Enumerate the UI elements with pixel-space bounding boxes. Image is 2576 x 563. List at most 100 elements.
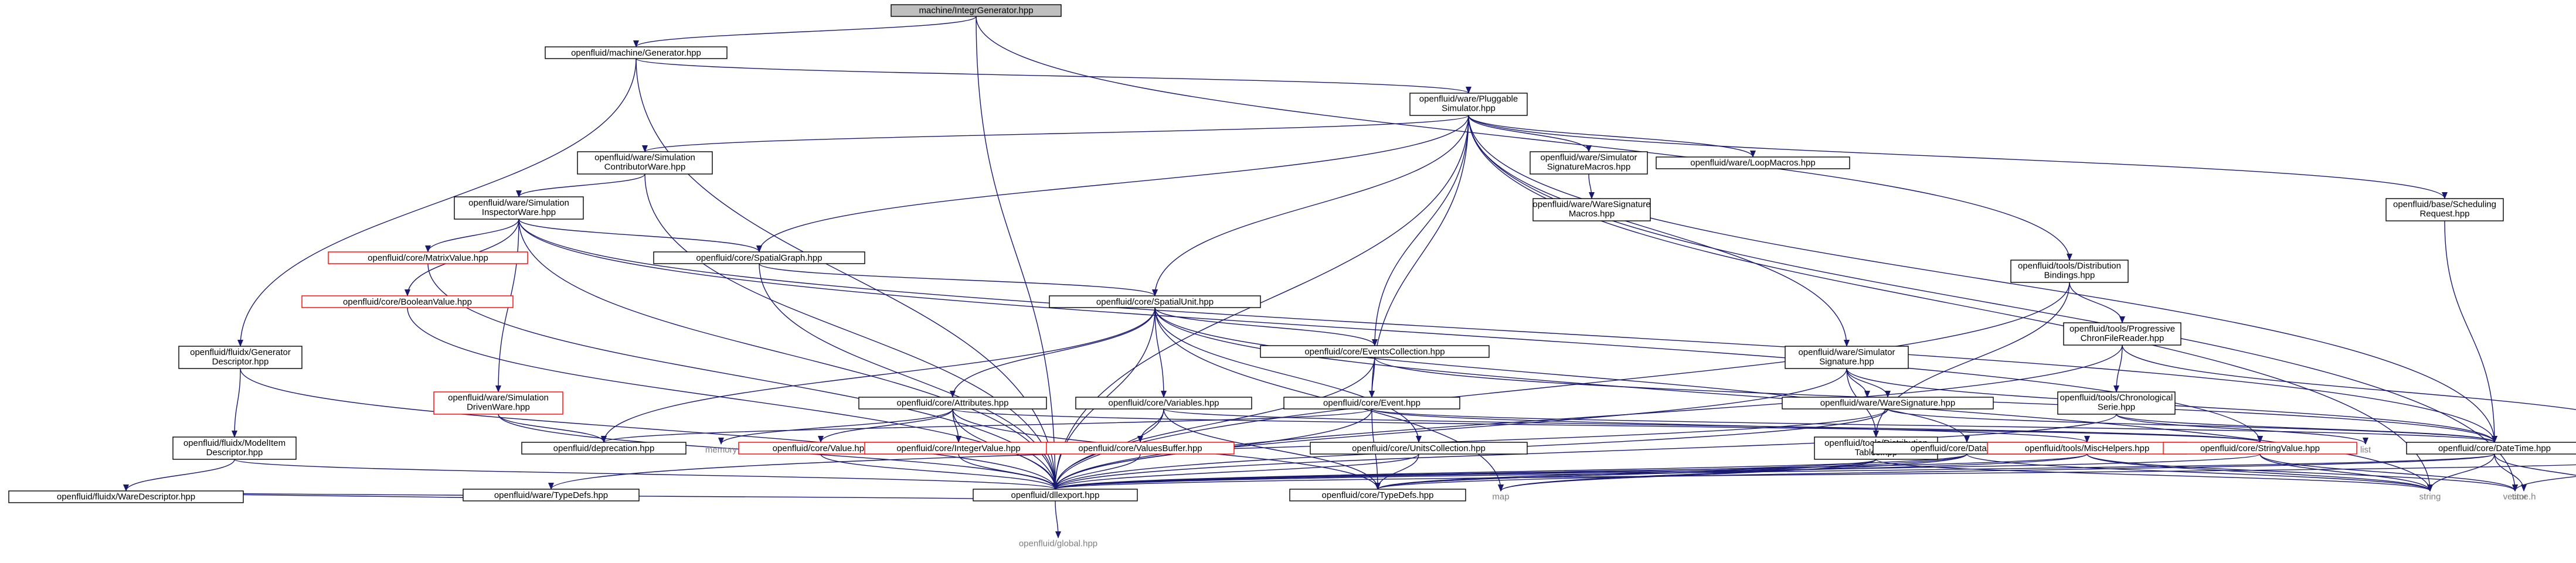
node-generator[interactable]: openfluid/machine/Generator.hpp — [545, 46, 728, 59]
edge-pluggable-to-spatialunit — [1152, 115, 1469, 296]
edge-intvalue-to-dllexport — [958, 453, 1058, 490]
node-label: Serie.hpp — [2098, 402, 2135, 412]
node-box — [2057, 391, 2176, 415]
node-box — [301, 295, 514, 308]
node-mischelpers[interactable]: openfluid/tools/MiscHelpers.hpp — [1987, 442, 2187, 455]
node-dllexport[interactable]: openfluid/dllexport.hpp — [973, 489, 1138, 501]
node-label: string — [2419, 492, 2441, 502]
edge-chronoset-to-list — [2116, 414, 2368, 445]
edge-mischelpers-to-dllexport — [1052, 453, 2088, 490]
node-loopmacros[interactable]: openfluid/ware/LoopMacros.hpp — [1656, 156, 1850, 169]
node-box — [1049, 295, 1261, 308]
node-matrixvalue[interactable]: openfluid/core/MatrixValue.hpp — [328, 251, 528, 264]
node-label: Descriptor.hpp — [212, 357, 269, 367]
node-label: openfluid/ware/Simulation — [594, 153, 695, 163]
node-label: openfluid/ware/Pluggable — [1419, 94, 1518, 104]
node-spatialunit[interactable]: openfluid/core/SpatialUnit.hpp — [1049, 295, 1261, 308]
edge-mischelpers-to-coretypedefs — [1375, 453, 2088, 490]
edge-waresig-to-datetime — [1887, 408, 2497, 443]
node-box — [454, 196, 584, 220]
edge-spatialunit-to-deprecation — [601, 307, 1156, 443]
edge-spatialunit-to-datastore — [1154, 307, 1970, 443]
node-label: DrivenWare.hpp — [467, 402, 530, 412]
node-corevalue[interactable]: openfluid/core/Value.hpp — [738, 442, 903, 455]
node-simsigmacros[interactable]: openfluid/ware/SimulatorSignatureMacros.… — [1530, 151, 1648, 175]
node-label: vector — [2503, 492, 2527, 502]
node-spatialgraph[interactable]: openfluid/core/SpatialGraph.hpp — [653, 251, 865, 264]
edge-spatialunit-to-eventscoll — [1154, 307, 1378, 346]
edge-pluggable-to-schedreq — [1468, 115, 2448, 199]
node-global: openfluid/global.hpp — [1019, 539, 1097, 549]
edge-siminspector-to-datetime — [518, 219, 2497, 443]
node-label: openfluid/tools/Progressive — [2069, 324, 2175, 334]
node-box — [1656, 156, 1850, 169]
node-stringvalue[interactable]: openfluid/core/StringValue.hpp — [2163, 442, 2357, 455]
node-valuesbuf[interactable]: openfluid/core/ValuesBuffer.hpp — [1046, 442, 1235, 455]
node-siminspector[interactable]: openfluid/ware/SimulationInspectorWare.h… — [454, 196, 584, 220]
edge-root-to-dllexport — [976, 16, 1058, 490]
node-waredesc[interactable]: openfluid/fluidx/WareDescriptor.hpp — [8, 490, 244, 503]
node-label: openfluid/core/SpatialUnit.hpp — [1096, 297, 1214, 307]
edge-attributes-to-memory — [718, 408, 953, 445]
edge-root-to-distbind — [976, 16, 2072, 261]
node-label: list — [2360, 445, 2371, 455]
edge-pluggable-to-vector — [1468, 115, 2518, 492]
node-root[interactable]: machine/IntegrGenerator.hpp — [891, 4, 1062, 17]
node-progchron[interactable]: openfluid/tools/ProgressiveChronFileRead… — [2063, 322, 2181, 346]
edge-chronoset-to-dllexport — [1052, 414, 2117, 490]
edge-schedreq-to-datetime — [2444, 220, 2497, 443]
edge-event-to-datetime — [1371, 408, 2497, 443]
edge-progchron-to-chronoset — [2113, 344, 2123, 393]
edge-simsigmacros-to-waresigmacros — [1588, 173, 1595, 199]
node-box — [545, 46, 728, 59]
node-variables[interactable]: openfluid/core/Variables.hpp — [1075, 397, 1252, 410]
node-label: openfluid/fluidx/WareDescriptor.hpp — [57, 492, 195, 502]
node-label: openfluid/core/ValuesBuffer.hpp — [1078, 443, 1202, 453]
node-label: openfluid/ware/Simulator — [1798, 347, 1895, 357]
node-label: map — [1492, 492, 1509, 502]
node-waresig[interactable]: openfluid/ware/WareSignature.hpp — [1782, 397, 1994, 410]
node-attributes[interactable]: openfluid/core/Attributes.hpp — [858, 397, 1047, 410]
node-label: openfluid/tools/MiscHelpers.hpp — [2025, 443, 2150, 453]
node-datetime[interactable]: openfluid/core/DateTime.hpp — [2406, 442, 2576, 455]
edge-mischelpers-to-string — [2086, 453, 2433, 492]
edge-pluggable-to-eventscoll — [1372, 115, 1469, 346]
edge-dllexport-to-global — [1055, 500, 1061, 538]
node-label: openfluid/core/IntegerValue.hpp — [896, 443, 1021, 453]
node-box — [178, 346, 303, 369]
edge-pluggable-to-simsig — [1468, 115, 1850, 347]
edge-progcol-to-dllexport — [1053, 464, 2576, 490]
edge-stringvalue-to-dllexport — [1052, 453, 2261, 490]
node-event[interactable]: openfluid/core/Event.hpp — [1283, 397, 1460, 410]
node-booleanvalue[interactable]: openfluid/core/BooleanValue.hpp — [301, 295, 514, 308]
node-unitscoll[interactable]: openfluid/core/UnitsCollection.hpp — [1310, 442, 1528, 455]
node-deprecation[interactable]: openfluid/deprecation.hpp — [521, 442, 687, 455]
node-eventscoll[interactable]: openfluid/core/EventsCollection.hpp — [1260, 345, 1490, 358]
node-waretypedefs[interactable]: openfluid/ware/TypeDefs.hpp — [463, 489, 640, 501]
edge-simsig-to-waresig — [1846, 368, 1891, 398]
edge-distbind-to-progchron — [2069, 282, 2125, 323]
edge-spatialunit-to-attributes — [950, 307, 1156, 398]
node-label: openfluid/machine/Generator.hpp — [571, 48, 701, 58]
node-box — [2385, 198, 2504, 221]
edge-generator-to-pluggable — [635, 58, 1471, 94]
node-label: openfluid/core/BooleanValue.hpp — [343, 297, 472, 307]
node-label: openfluid/ware/TypeDefs.hpp — [494, 490, 608, 500]
node-coretypedefs[interactable]: openfluid/core/TypeDefs.hpp — [1289, 489, 1466, 501]
node-label: openfluid/ware/WareSignature.hpp — [1820, 398, 1955, 408]
node-box — [433, 391, 563, 415]
edge-datetime-to-systypes — [2494, 453, 2576, 476]
node-intvalue[interactable]: openfluid/core/IntegerValue.hpp — [864, 442, 1053, 455]
edge-datastore-to-dllexport — [1052, 453, 1967, 490]
node-box — [1782, 397, 1994, 410]
node-simcontrib[interactable]: openfluid/ware/SimulationContributorWare… — [577, 151, 713, 175]
